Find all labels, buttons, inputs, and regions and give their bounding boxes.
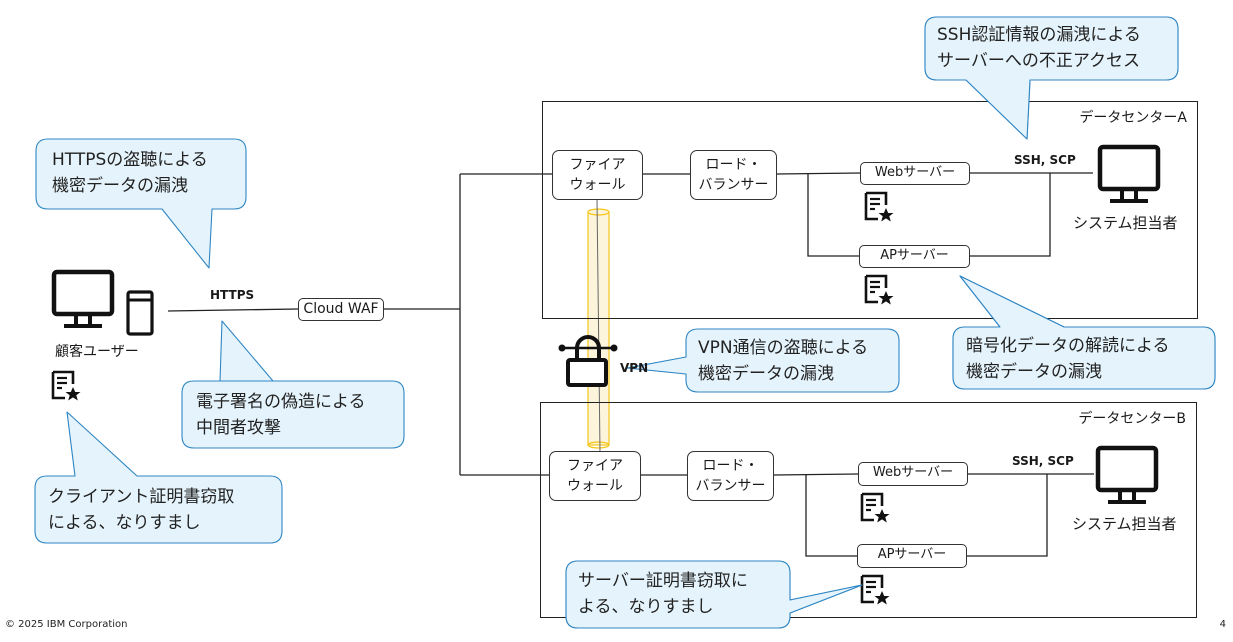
callout-line: 機密データの漏洩 xyxy=(698,364,834,384)
callout-line: HTTPSの盗聴による xyxy=(52,150,208,170)
load-balancer-b-node[interactable]: ロード・ バランサー xyxy=(687,451,774,501)
firewall-b-line2: ウォール xyxy=(567,478,623,494)
line-lb-web-b xyxy=(773,473,859,476)
web-server-b-node[interactable]: Webサーバー xyxy=(858,462,968,486)
callout-https-eavesdrop-text: HTTPSの盗聴による 機密データの漏洩 xyxy=(52,147,208,199)
lock-icon xyxy=(558,335,618,387)
cloud-waf-node[interactable]: Cloud WAF xyxy=(298,298,384,321)
firewall-a-node[interactable]: ファイア ウォール xyxy=(552,150,643,200)
customer-label: 顧客ユーザー xyxy=(55,344,139,360)
callout-client-cert-text: クライアント証明書窃取 による、なりすまし xyxy=(48,484,234,536)
callout-server-cert-overlay xyxy=(565,560,863,629)
callout-line: 暗号化データの解読による xyxy=(966,336,1170,356)
copyright: © 2025 IBM Corporation xyxy=(5,619,128,630)
admin-a-label: システム担当者 xyxy=(1073,214,1178,232)
callout-line: 機密データの漏洩 xyxy=(966,362,1102,382)
callout-ssh-leak-text: SSH認証情報の漏洩による サーバーへの不正アクセス xyxy=(937,22,1141,74)
line-customer-waf xyxy=(167,308,299,312)
callout-line: 中間者攻撃 xyxy=(196,418,281,438)
callout-mitm xyxy=(181,320,405,449)
connection-lines xyxy=(167,172,1094,557)
page-number: 4 xyxy=(1219,619,1226,630)
callout-vpn-eavesdrop xyxy=(626,328,900,393)
callout-mitm-text: 電子署名の偽造による 中間者攻撃 xyxy=(196,389,366,441)
ssh-scp-label-b: SSH, SCP xyxy=(1012,454,1074,468)
callout-line: クライアント証明書窃取 xyxy=(48,487,235,507)
datacenter-b-label: データセンターB xyxy=(1078,411,1186,427)
callout-vpn-eavesdrop-text: VPN通信の盗聴による 機密データの漏洩 xyxy=(698,335,868,387)
callout-decrypt-text: 暗号化データの解読による 機密データの漏洩 xyxy=(966,333,1170,385)
firewall-b-node[interactable]: ファイア ウォール xyxy=(549,451,641,501)
firewall-a-line1: ファイア xyxy=(569,157,626,173)
callout-line: SSH認証情報の漏洩による xyxy=(937,25,1141,45)
line-ap-admin-a xyxy=(970,173,1051,257)
line-lb-ap-b xyxy=(805,475,857,557)
datacenter-a-frame xyxy=(542,101,1198,319)
callout-decrypt-overlay xyxy=(952,275,1216,390)
callout-https-eavesdrop xyxy=(35,138,247,269)
ap-server-b-node[interactable]: APサーバー xyxy=(857,544,967,568)
admin-b-label: システム担当者 xyxy=(1072,515,1177,533)
callout-line: による、なりすまし xyxy=(48,513,201,533)
ssh-scp-label-a: SSH, SCP xyxy=(1014,153,1076,167)
web-server-a-node[interactable]: Webサーバー xyxy=(860,162,970,185)
callout-line: 機密データの漏洩 xyxy=(52,176,188,196)
line-ap-admin-b xyxy=(967,474,1048,557)
load-balancer-a-line2: バランサー xyxy=(698,177,769,193)
line-lb-web-a xyxy=(776,172,861,175)
callout-line: 電子署名の偽造による xyxy=(196,392,366,412)
vpn-label: VPN xyxy=(620,361,649,375)
load-balancer-a-node[interactable]: ロード・ バランサー xyxy=(690,150,777,200)
callout-ssh-leak-overlay xyxy=(924,16,1179,140)
firewall-a-line2: ウォール xyxy=(569,177,626,193)
datacenter-b-frame xyxy=(540,402,1197,618)
load-balancer-b-line1: ロード・ xyxy=(702,458,759,474)
callout-line: よる、なりすまし xyxy=(578,597,714,617)
https-label: HTTPS xyxy=(210,288,255,302)
callout-line: サーバー証明書窃取に xyxy=(578,571,748,591)
line-lb-ap-a xyxy=(807,174,860,257)
firewall-b-line1: ファイア xyxy=(567,458,623,474)
callout-line: VPN通信の盗聴による xyxy=(698,338,869,358)
ap-server-a-node[interactable]: APサーバー xyxy=(859,245,970,268)
callout-line: サーバーへの不正アクセス xyxy=(937,51,1140,71)
callout-server-cert-text: サーバー証明書窃取に よる、なりすまし xyxy=(578,568,748,620)
load-balancer-a-line1: ロード・ xyxy=(705,157,762,173)
tower-icon xyxy=(126,290,154,336)
load-balancer-b-line2: バランサー xyxy=(695,478,766,494)
callout-client-cert xyxy=(34,411,283,544)
datacenter-a-label: データセンターA xyxy=(1079,110,1187,126)
